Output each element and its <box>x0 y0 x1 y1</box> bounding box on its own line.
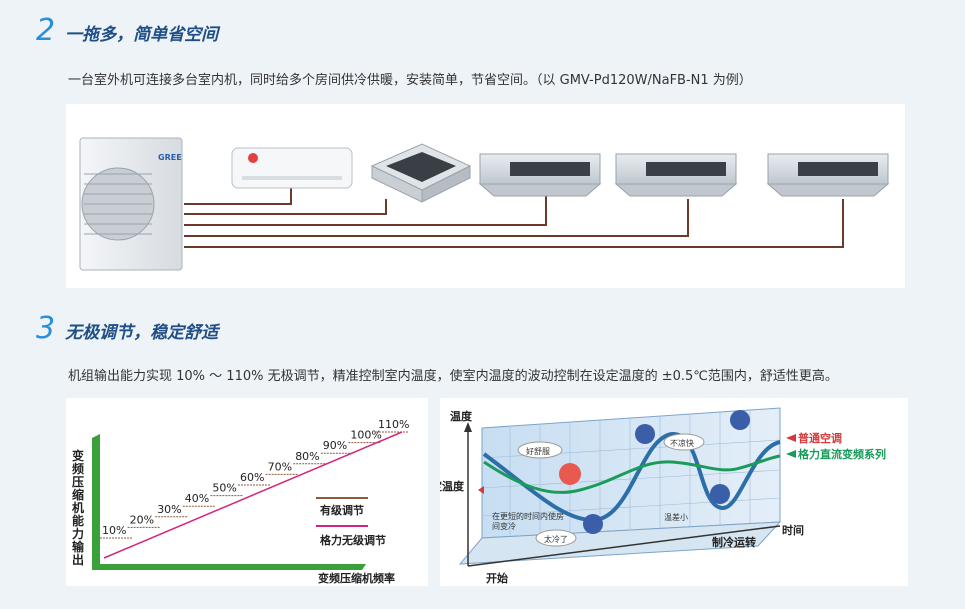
step-label: 110% <box>378 418 409 431</box>
legend-stepped: 有级调节 <box>320 503 364 517</box>
step-label: 90% <box>323 439 347 452</box>
y-axis-label-char: 出 <box>72 552 84 567</box>
legend-normal-ac: 普通空调 <box>798 431 842 445</box>
section3-title: 3 无极调节，稳定舒适 <box>36 314 218 344</box>
series-normal-ac <box>482 431 781 523</box>
step-label: 70% <box>268 460 292 473</box>
section3-description: 机组输出能力实现 10% ～ 110% 无极调节，精准控制室内温度，使室内温度的… <box>68 369 838 384</box>
duct-unit-2 <box>614 153 738 197</box>
step-label: 60% <box>240 471 264 484</box>
multi-split-svg: GREE <box>79 137 890 271</box>
bubble-not-cool: 不凉快 <box>670 438 694 448</box>
x-axis <box>92 564 366 570</box>
step-label: 10% <box>102 524 126 537</box>
outdoor-unit: GREE <box>79 137 183 271</box>
hot-face-icon <box>635 424 655 444</box>
cold-face-icon <box>583 514 603 534</box>
section2-title: 2 一拖多，简单省空间 <box>36 16 218 46</box>
cassette-unit <box>370 143 472 203</box>
section3-number: 3 <box>36 311 56 346</box>
stepless-line <box>103 431 403 559</box>
temperature-chart: 温度 时间 设定温度 开始 制冷运转 好舒服 不凉快 太冷了 温差小 在更短的时… <box>420 407 886 585</box>
happy-face-icon <box>559 463 581 485</box>
step-labels: 10% 20%30% 40%50% 60% 70%80% 90%100%110% <box>100 418 409 539</box>
bubble-comfortable: 好舒服 <box>526 446 550 456</box>
set-temp-label: 设定温度 <box>440 479 465 493</box>
cold-face-icon-2 <box>710 484 730 504</box>
y-axis-label: 温度 <box>450 409 473 423</box>
x-axis <box>467 525 781 567</box>
step-label: 50% <box>212 482 236 495</box>
step-label: 80% <box>295 450 319 463</box>
note-fast-cool: 在更短的时间内使房间变冷 <box>492 512 564 531</box>
section3-heading: 无极调节，稳定舒适 <box>65 323 219 343</box>
wall-mounted-unit <box>231 147 353 189</box>
step-label: 100% <box>350 429 381 442</box>
section2-heading: 一拖多，简单省空间 <box>65 25 219 45</box>
multi-split-diagram: GREE <box>66 104 905 288</box>
x-axis-label: 变频压缩机频率 <box>318 571 395 585</box>
refrigerant-pipes <box>184 184 844 248</box>
y-axis-label-char: 频 <box>72 461 84 476</box>
y-axis-label-char: 力 <box>72 526 84 541</box>
y-axis-label-char: 压 <box>72 475 84 489</box>
section2-number: 2 <box>36 13 56 48</box>
y-axis-label-char: 输 <box>72 539 85 554</box>
legend-gree-inverter: 格力直流变频系列 <box>798 447 886 461</box>
hot-face-icon-2 <box>730 410 750 430</box>
note-small-diff: 温差小 <box>664 512 688 522</box>
gree-logo: GREE <box>158 153 182 162</box>
step-label: 20% <box>130 513 154 526</box>
cooling-label: 制冷运转 <box>712 535 756 549</box>
bubble-too-cold: 太冷了 <box>544 534 568 544</box>
step-label: 30% <box>157 503 181 516</box>
section2-description: 一台室外机可连接多台室内机，同时给多个房间供冷供暖，安装简单，节省空间。（以 G… <box>68 73 752 88</box>
step-label: 40% <box>185 492 209 505</box>
y-axis <box>92 434 100 568</box>
series-gree-inverter <box>483 454 781 494</box>
legend-stepless: 格力无级调节 <box>320 533 386 547</box>
y-axis-label-char: 缩 <box>72 487 84 502</box>
y-axis-label-char: 变 <box>72 448 84 463</box>
stepless-chart-panel: 变频压缩机能力输出 变频压缩机频率 10% 20%30% 40%50% 60% 70%8… <box>66 398 428 586</box>
y-axis-label-char: 机 <box>72 500 84 515</box>
temperature-chart-panel: 温度 时间 设定温度 开始 制冷运转 好舒服 不凉快 太冷了 温差小 在更短的时… <box>420 398 908 586</box>
x-axis-label: 时间 <box>782 523 804 537</box>
y-axis-label-char: 能 <box>72 513 84 528</box>
duct-unit-1 <box>478 153 602 197</box>
duct-unit-3 <box>766 153 890 197</box>
start-label: 开始 <box>486 571 508 585</box>
